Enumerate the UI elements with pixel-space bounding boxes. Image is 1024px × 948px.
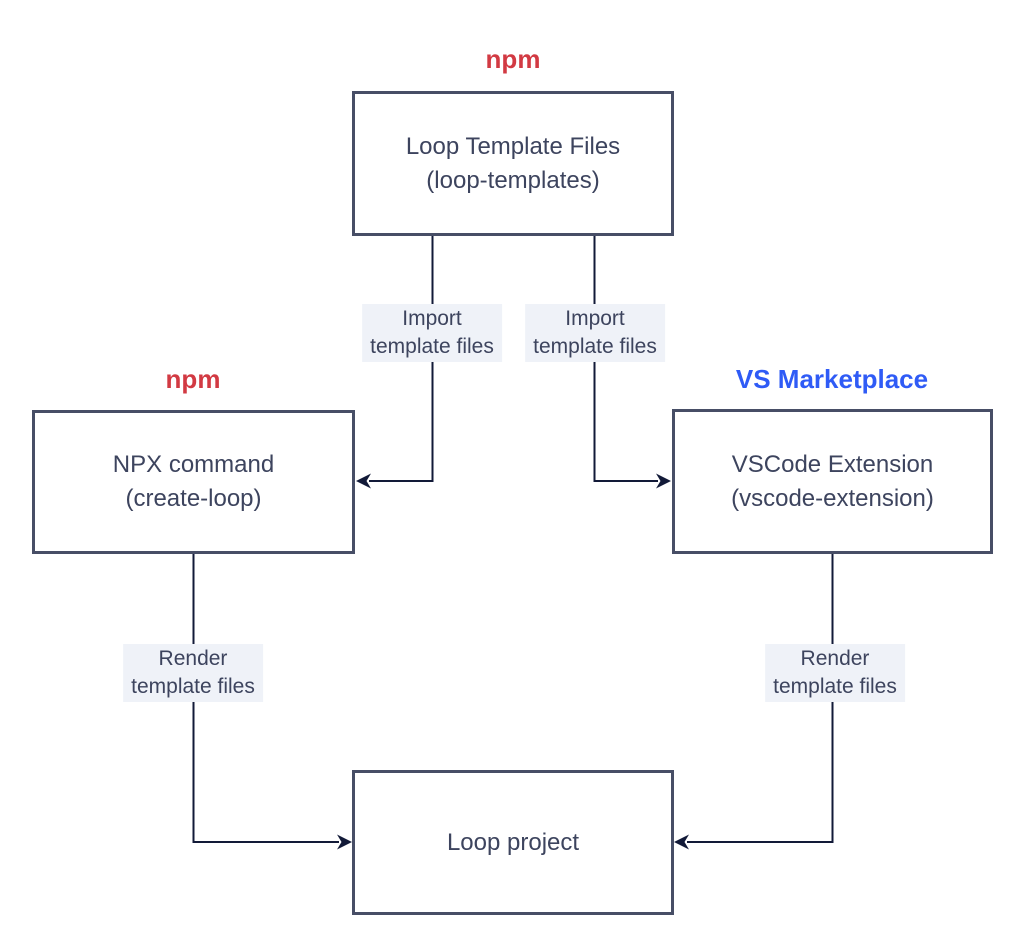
edge-label-line1: Import (402, 307, 462, 330)
badge-vs-marketplace: VS Marketplace (735, 364, 929, 394)
node-loop-project: Loop project (352, 770, 674, 915)
node-label-line1: Loop Template Files (405, 132, 621, 160)
arrowhead-left-icon (356, 473, 371, 489)
edge-label-line2: template files (131, 675, 255, 698)
node-npx-command: NPX command (create-loop) (32, 410, 355, 554)
node-vscode-extension: VSCode Extension (vscode-extension) (672, 409, 993, 554)
edge-label-line1: Import (565, 307, 625, 330)
node-label-line2: (loop-templates) (426, 166, 600, 194)
node-label-line1: VSCode Extension (731, 450, 934, 478)
edge-label-line2: template files (533, 335, 657, 358)
node-label-line1: NPX command (112, 451, 275, 478)
edge-label-import-right: Import template files (525, 304, 665, 362)
arrowhead-right-icon (656, 473, 671, 489)
edge-label-line1: Render (158, 647, 228, 670)
arrowhead-right-icon (337, 834, 352, 850)
edge-label-import-left: Import template files (362, 304, 502, 362)
edge-label-line2: template files (370, 335, 494, 358)
edge-label-render-right: Render template files (765, 644, 905, 702)
edge-label-line2: template files (773, 675, 897, 698)
node-label-line2: (vscode-extension) (731, 484, 934, 512)
node-label-line2: (create-loop) (125, 485, 262, 512)
node-loop-templates: Loop Template Files (loop-templates) (352, 91, 674, 236)
node-label-line1: Loop project (446, 828, 580, 856)
badge-npm-top: npm (485, 44, 541, 74)
arrowhead-left-icon (674, 834, 689, 850)
edge-label-line1: Render (800, 647, 870, 670)
badge-npm-left: npm (165, 364, 221, 394)
edge-label-render-left: Render template files (123, 644, 263, 702)
